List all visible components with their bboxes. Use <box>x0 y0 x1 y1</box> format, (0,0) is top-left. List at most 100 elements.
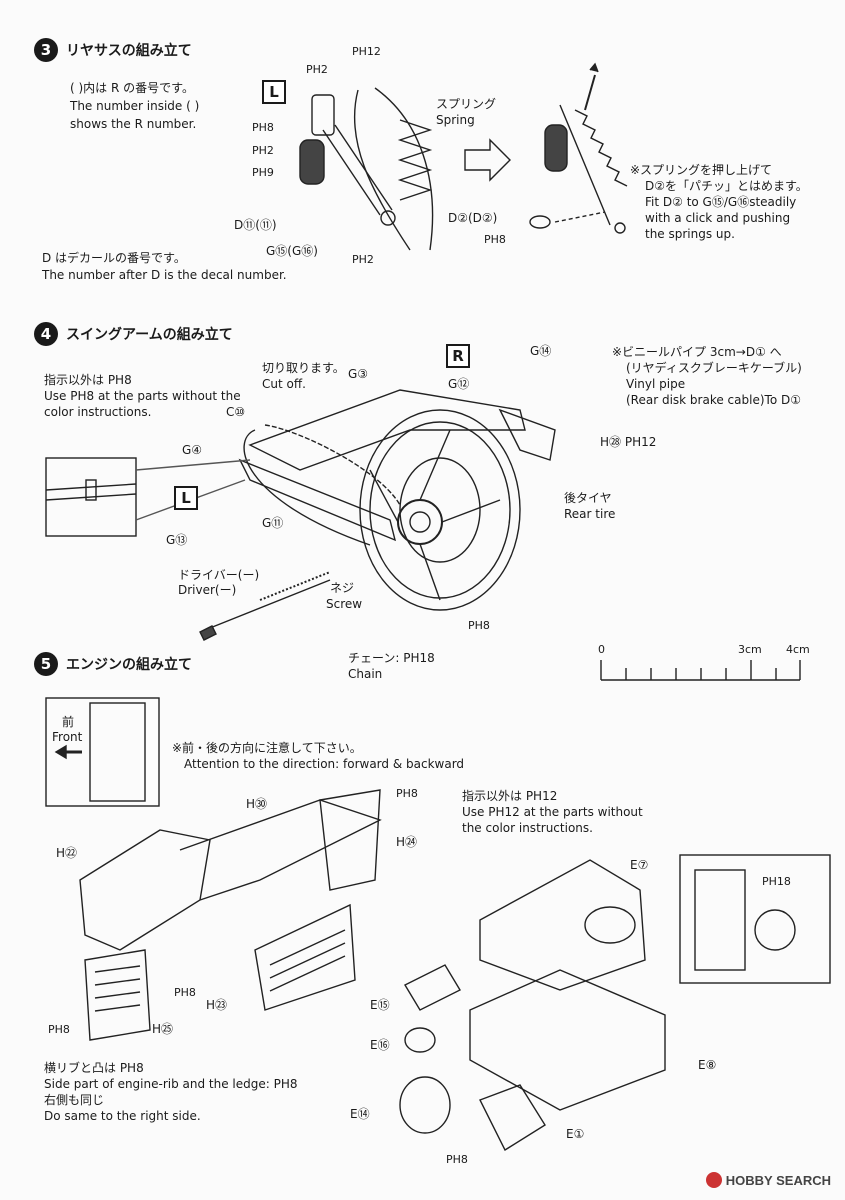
cut-off-en: Cut off. <box>262 377 306 391</box>
crankcase-drawing <box>399 859 666 1152</box>
hobby-search-watermark: HOBBY SEARCH <box>705 1172 831 1188</box>
step-3-heading: 3 リヤサスの組み立て <box>34 38 192 62</box>
right-side-mark: R <box>446 344 470 368</box>
driver-en: Driver(ー) <box>178 583 237 597</box>
color-note-en1: Use PH8 at the parts without the <box>44 389 241 403</box>
engine-block-drawing <box>79 789 382 1041</box>
scale-0: 0 <box>598 643 605 656</box>
push-note-ja1: ※スプリングを押し上げて <box>630 163 773 177</box>
part-ph8: PH8 <box>252 121 274 134</box>
rear-tire-drawing <box>359 409 521 611</box>
screw-ja: ネジ <box>330 581 355 595</box>
label-h22: H㉒ <box>56 846 78 860</box>
color-note-en2: color instructions. <box>44 405 152 419</box>
chain-ja: チェーン: PH18 <box>348 651 435 665</box>
label-h30: H㉚ <box>246 797 268 811</box>
cut-off-ja: 切り取ります。 <box>262 361 345 375</box>
label-ph18: PH18 <box>762 875 791 888</box>
color-note-en2: the color instructions. <box>462 821 593 835</box>
label-g12: G⑫ <box>448 377 470 391</box>
r-number-note-ja: ( )内は R の番号です。 <box>70 81 194 95</box>
front-direction-box <box>45 697 160 807</box>
rear-tire-en: Rear tire <box>564 507 616 521</box>
step-title: リヤサスの組み立て <box>66 43 192 59</box>
label-ph8b: PH8 <box>174 986 196 999</box>
step-4-heading: 4 スイングアームの組み立て <box>34 322 233 346</box>
hobby-search-logo-icon <box>705 1172 722 1188</box>
color-note-ja: 指示以外は PH8 <box>44 373 132 387</box>
front-en: Front <box>52 730 83 744</box>
vinyl-note-ja2: (リヤディスクブレーキケーブル) <box>626 361 802 375</box>
step-number: 4 <box>34 322 58 346</box>
label-e7: E⑦ <box>630 858 649 872</box>
step-number: 3 <box>34 38 58 62</box>
shock-assembled <box>529 62 628 234</box>
same-note-en: Do same to the right side. <box>44 1109 201 1123</box>
part-g15: G⑮(G⑯) <box>266 244 318 258</box>
push-note-en1: Fit D② to G⑮/G⑯steadily <box>645 195 797 209</box>
scale-bar <box>600 660 801 681</box>
front-ja: 前 <box>62 715 75 729</box>
spring-label-en: Spring <box>436 113 475 127</box>
label-g4: G④ <box>182 443 203 457</box>
left-side-mark: L <box>262 80 286 104</box>
rib-note-en: Side part of engine-rib and the ledge: P… <box>44 1077 298 1091</box>
rib-note-ja: 横リブと凸は PH8 <box>44 1061 144 1075</box>
scale-3cm: 3cm <box>738 643 762 656</box>
spring-label-ja: スプリング <box>436 97 497 111</box>
label-ph8: PH8 <box>468 619 490 632</box>
step-title: スイングアームの組み立て <box>66 327 233 343</box>
decal-note-ja: D はデカールの番号です。 <box>42 251 186 265</box>
part-ph2c: PH2 <box>352 253 374 266</box>
step-number: 5 <box>34 652 58 676</box>
label-e15: E⑮ <box>370 998 390 1012</box>
watermark-text: HOBBY SEARCH <box>725 1172 831 1188</box>
part-ph2b: PH2 <box>252 144 274 157</box>
part-ph2: PH2 <box>306 63 328 76</box>
label-h23: H㉓ <box>206 998 228 1012</box>
chain-detail-box <box>45 457 251 537</box>
label-h25: H㉕ <box>152 1022 174 1036</box>
screwdriver-drawing <box>199 571 331 641</box>
rear-tire-ja: 後タイヤ <box>564 491 612 505</box>
engine-detail-box <box>679 854 831 984</box>
vinyl-note-ja1: ※ビニールパイプ 3cm→D① へ <box>612 345 782 359</box>
label-ph8d: PH8 <box>446 1153 468 1166</box>
big-arrow-right <box>464 138 511 182</box>
part-ph9: PH9 <box>252 166 274 179</box>
label-g14: G⑭ <box>530 344 552 358</box>
d2-ph8: PH8 <box>484 233 506 246</box>
label-e16: E⑯ <box>370 1038 390 1052</box>
push-note-en3: the springs up. <box>645 227 735 241</box>
step-title: エンジンの組み立て <box>66 657 192 673</box>
label-ph8: PH8 <box>396 787 418 800</box>
color-note-en1: Use PH12 at the parts without <box>462 805 643 819</box>
same-note-ja: 右側も同じ <box>44 1093 105 1107</box>
driver-ja: ドライバー(ー) <box>178 568 260 582</box>
part-ph12: PH12 <box>352 45 381 58</box>
attention-ja: ※前・後の方向に注意して下さい。 <box>172 741 362 755</box>
screw-en: Screw <box>326 597 363 611</box>
step-5-heading: 5 エンジンの組み立て <box>34 652 192 676</box>
decal-note-en: The number after D is the decal number. <box>42 268 287 282</box>
color-note-ja: 指示以外は PH12 <box>462 789 558 803</box>
label-c10: C⑩ <box>226 405 246 419</box>
rear-shock-exploded <box>299 87 434 251</box>
scale-4cm: 4cm <box>786 643 810 656</box>
push-note-en2: with a click and pushing <box>645 211 791 225</box>
label-g11: G⑪ <box>262 516 284 530</box>
label-e14: E⑭ <box>350 1107 370 1121</box>
part-d11: D⑪(⑪) <box>234 218 277 232</box>
vinyl-note-en2: (Rear disk brake cable)To D① <box>626 393 801 407</box>
label-e8: E⑧ <box>698 1058 717 1072</box>
swing-arm-drawing <box>238 389 556 546</box>
label-e1: E① <box>566 1127 585 1141</box>
label-h24: H㉔ <box>396 835 418 849</box>
left-side-mark: L <box>174 486 198 510</box>
d2-label: D②(D②) <box>448 211 498 225</box>
attention-en: Attention to the direction: forward & ba… <box>184 757 465 771</box>
r-number-note-en2: shows the R number. <box>70 117 197 131</box>
push-note-ja2: D②を「パチッ」とはめます。 <box>645 179 808 193</box>
